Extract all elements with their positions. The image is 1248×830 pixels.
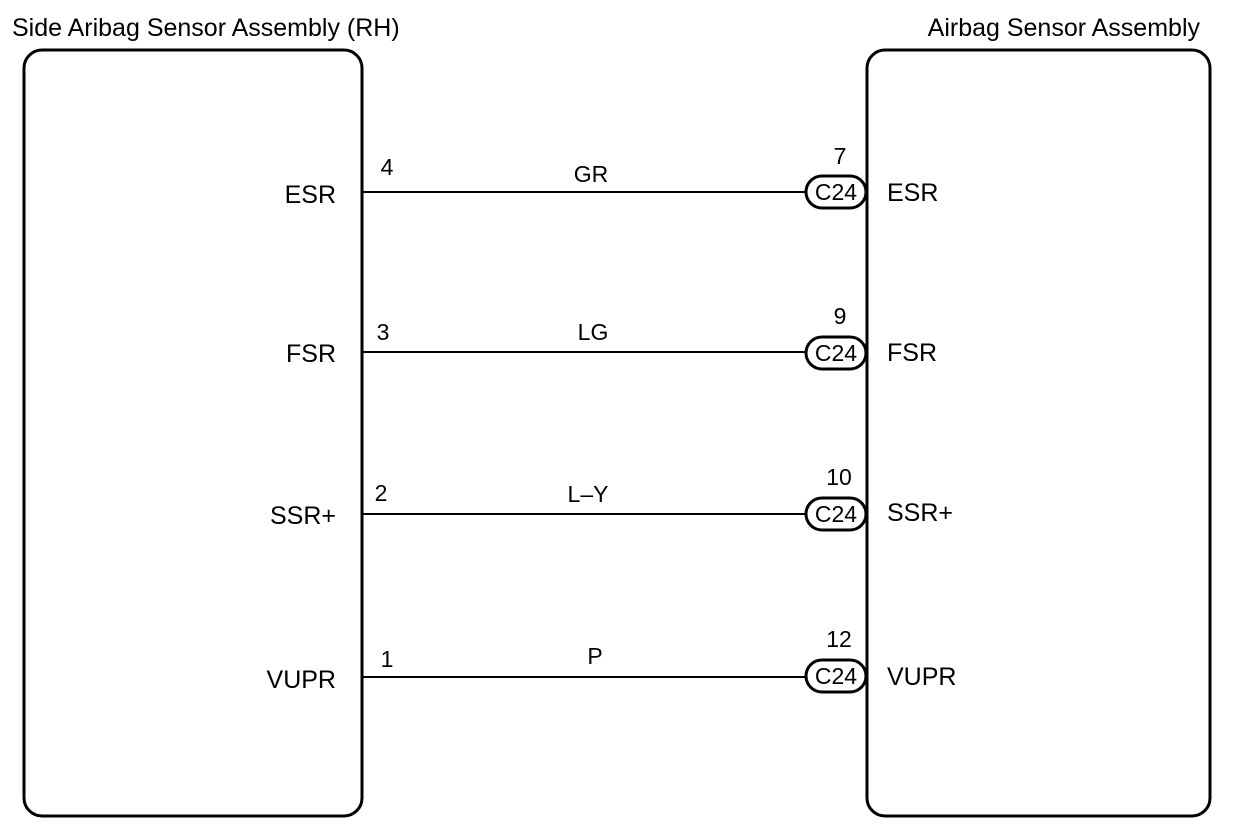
wire-color-label: LG [578,319,609,345]
connector-label: C24 [815,340,857,366]
left-pin-name: SSR+ [270,502,336,530]
left-component-title: Side Aribag Sensor Assembly (RH) [12,14,400,42]
right-pin-name: ESR [887,179,938,207]
right-pin-number: 9 [834,303,847,329]
left-pin-number: 3 [377,319,390,345]
wire-color-label: P [587,643,602,669]
left-component-box [22,48,364,818]
connector-c24: C24 [804,496,868,532]
right-pin-number: 12 [826,626,852,652]
left-pin-number: 4 [381,154,394,180]
right-pin-number: 10 [826,464,852,490]
right-component-title: Airbag Sensor Assembly [928,14,1201,42]
wire-color-label: GR [574,161,609,187]
wire-color-label: L–Y [568,481,609,507]
left-pin-name: ESR [285,181,336,209]
right-pin-name: SSR+ [887,499,953,527]
connector-label: C24 [815,179,857,205]
left-pin-number: 1 [381,646,394,672]
connector-label: C24 [815,663,857,689]
connector-outline [804,174,868,210]
connector-c24: C24 [804,658,868,694]
right-pin-name: FSR [887,339,937,367]
right-pin-name: VUPR [887,663,956,691]
left-pin-name: FSR [286,340,336,368]
connector-c24: C24 [804,335,868,371]
right-pin-number: 7 [834,143,847,169]
connector-c24: C24 [804,174,868,210]
connector-label: C24 [815,501,857,527]
right-component-box [865,48,1212,818]
left-pin-number: 2 [375,480,388,506]
connector-outline [804,496,868,532]
connector-outline [804,335,868,371]
connector-outline [804,658,868,694]
left-pin-name: VUPR [267,666,336,694]
